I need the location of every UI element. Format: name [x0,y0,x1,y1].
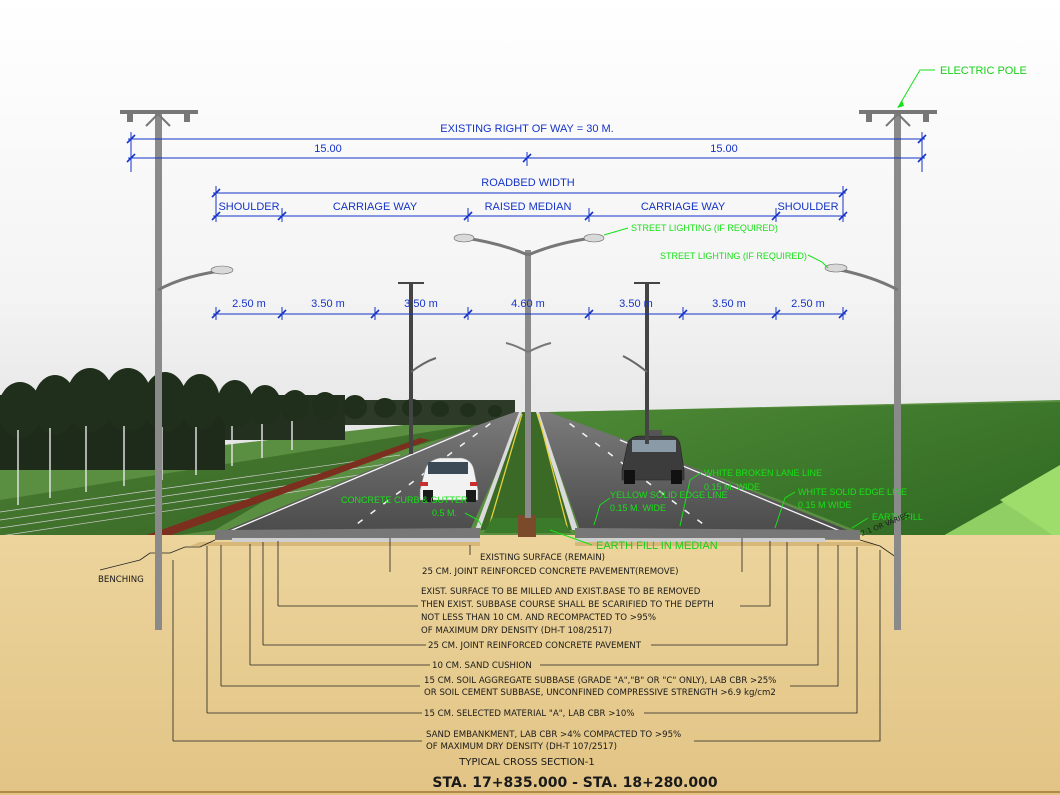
distant-pole-right [622,282,660,444]
layer-subbase-2: OR SOIL CEMENT SUBBASE, UNCONFINED COMPR… [424,688,776,698]
width-7: 2.50 m [791,298,825,310]
layer-selected-material: 15 CM. SELECTED MATERIAL "A", LAB CBR >1… [424,709,635,719]
layer-jrcp: 25 CM. JOINT REINFORCED CONCRETE PAVEMEN… [428,641,642,651]
width-5: 3.50 m [619,298,653,310]
dimension-lines [128,132,925,320]
callout-street-light-2: STREET LIGHTING (IF REQUIRED) [660,251,807,261]
callout-earth-fill: EARTH FILL [872,512,923,522]
layer-mill-2: THEN EXIST. SUBBASE COURSE SHALL BE SCAR… [420,600,714,610]
left-pavement-section [215,528,480,540]
tree-line [0,368,515,470]
callout-white-broken-2: 0.15 M. WIDE [704,482,760,492]
dark-suv [621,430,685,484]
callout-yellow-edge-1: YELLOW SOLID EDGE LINE [610,490,728,500]
zone-median: RAISED MEDIAN [485,201,572,213]
left-layers [190,542,480,546]
station-range: STA. 17+835.000 - STA. 18+280.000 [432,775,717,791]
roadbed-label: ROADBED WIDTH [481,177,575,189]
layer-mill-3: NOT LESS THAN 10 CM. AND RECOMPACTED TO … [421,613,656,623]
width-3: 3.50 m [404,298,438,310]
median-light-pole [453,233,605,518]
layer-subbase-1: 15 CM. SOIL AGGREGATE SUBBASE (GRADE "A"… [424,676,776,686]
layer-existing-surface: EXISTING SURFACE (REMAIN) [480,553,605,563]
width-6: 3.50 m [712,298,746,310]
width-4: 4.60 m [511,298,545,310]
zone-carriage-left: CARRIAGE WAY [333,201,418,213]
callout-street-light-1: STREET LIGHTING (IF REQUIRED) [631,223,778,233]
median-curb-l [475,412,522,530]
yellow-edge-right [537,413,569,531]
callout-leaders [464,69,935,546]
half-right-label: 15.00 [710,143,738,155]
pole-arrowhead [897,100,904,108]
distant-pole-left [398,282,437,454]
width-1: 2.50 m [232,298,266,310]
zone-shoulder-left: SHOULDER [218,201,279,213]
width-2: 3.50 m [311,298,345,310]
median-footing [518,515,536,537]
electric-pole-right [824,110,937,630]
callout-electric-pole: ELECTRIC POLE [940,65,1027,77]
layer-jrcp-remove: 25 CM. JOINT REINFORCED CONCRETE PAVEMEN… [422,567,678,577]
soil-section [0,535,1060,795]
section-title: TYPICAL CROSS SECTION-1 [458,757,594,768]
callout-yellow-edge-2: 0.15 M. WIDE [610,503,666,513]
right-layers [575,542,880,546]
callout-white-broken-1: WHITE BROKEN LANE LINE [704,468,822,478]
zone-shoulder-right: SHOULDER [777,201,838,213]
layer-leaders [172,538,881,742]
layer-embankment-1: SAND EMBANKMENT, LAB CBR >4% COMPACTED T… [426,730,681,740]
callout-white-solid-1: WHITE SOLID EDGE LINE [798,487,907,497]
callout-benching: BENCHING [98,575,144,585]
zone-carriage-right: CARRIAGE WAY [641,201,726,213]
right-pavement-section [575,528,860,540]
right-slope-line [859,539,901,561]
yellow-edge-left [487,413,523,531]
dimension-ticks [126,134,927,319]
row-label: EXISTING RIGHT OF WAY = 30 M. [440,123,614,135]
benching-steps [99,539,216,571]
right-slope-hl [1000,465,1060,540]
white-car [419,457,479,502]
left-verge-strip [110,438,430,552]
left-subbase [232,538,480,542]
callout-earth-fill-median: EARTH FILL IN MEDIAN [596,540,718,552]
white-edge-left [224,429,471,534]
layer-mill-4: OF MAXIMUM DRY DENSITY (DH-T 108/2517) [421,626,612,636]
callout-white-solid-2: 0.15 M WIDE [798,500,852,510]
callout-curb-1: CONCRETE CURB & GUTTER [341,495,468,505]
callout-curb-2: 0.5 M. [432,508,457,518]
layer-embankment-2: OF MAXIMUM DRY DENSITY (DH-T 107/2517) [426,742,617,752]
layer-sand-cushion: 10 CM. SAND CUSHION [432,661,532,671]
median-curb-r [536,412,578,530]
layer-mill-1: EXIST. SURFACE TO BE MILLED AND EXIST.BA… [421,587,701,597]
half-left-label: 15.00 [314,143,342,155]
electric-pole-left [120,110,234,630]
right-subbase [575,538,825,542]
